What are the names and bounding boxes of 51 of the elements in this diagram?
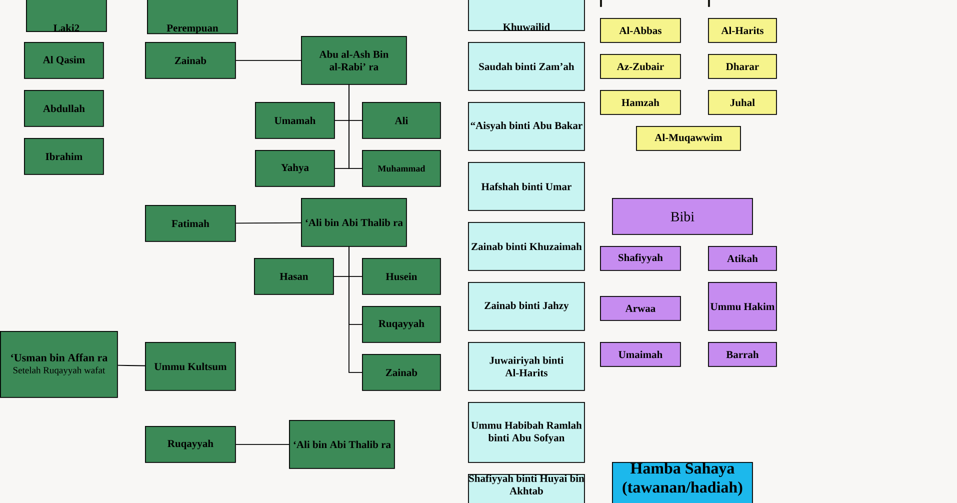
name-box: Atikah bbox=[708, 246, 777, 271]
name-box: Al-Muqawwim bbox=[636, 126, 741, 151]
name-box: Muhammad bbox=[362, 150, 441, 187]
name-box: Ummu Hakim bbox=[708, 282, 777, 331]
name-box: Fatimah bbox=[145, 205, 236, 242]
name-box: Juhal bbox=[708, 90, 777, 115]
name-box: Hamzah bbox=[600, 90, 681, 115]
name-box: “Aisyah binti Abu Bakar bbox=[468, 102, 585, 151]
heading-box: Laki2 bbox=[26, 0, 107, 32]
name-box: Barrah bbox=[708, 342, 777, 367]
name-box: Az-Zubair bbox=[600, 54, 681, 79]
name-box: Arwaa bbox=[600, 296, 681, 321]
name-box: Umamah bbox=[255, 102, 335, 139]
name-box: Al Qasim bbox=[24, 42, 104, 79]
name-box: ‘Usman bin Affan ra Setelah Ruqayyah wafat bbox=[0, 331, 118, 398]
name-box: Al-Harits bbox=[708, 18, 777, 43]
name-box: Ummu Kultsum bbox=[145, 342, 236, 391]
name-box: Ruqayyah bbox=[362, 306, 441, 343]
name-box: Shafiyyah bbox=[600, 246, 681, 271]
connector-line bbox=[117, 364, 146, 366]
name-box: Ibrahim bbox=[24, 138, 104, 175]
name-box: Khuwailid bbox=[468, 0, 585, 32]
name-box: Shafiyyah binti Huyai bin Akhtab bbox=[468, 474, 585, 503]
name-box: Hasan bbox=[254, 258, 334, 295]
name-box: Ummu Habibah Ramlah binti Abu Sofyan bbox=[468, 402, 585, 463]
name-box: Yahya bbox=[255, 150, 335, 187]
heading-box: Perempuan bbox=[147, 0, 238, 34]
heading-box: Bibi bbox=[612, 198, 753, 235]
name-box: Al-Abbas bbox=[600, 18, 681, 43]
name-box: Hafshah binti Umar bbox=[468, 162, 585, 211]
connector-line bbox=[348, 84, 362, 169]
name-box: Zainab binti Jahzy bbox=[468, 282, 585, 331]
name-box: Umaimah bbox=[600, 342, 681, 367]
connector-line bbox=[235, 60, 302, 61]
name-box: Ruqayyah bbox=[145, 426, 236, 463]
name-box: Saudah binti Zam’ah bbox=[468, 42, 585, 91]
heading-box: Hamba Sahaya (tawanan/hadiah) bbox=[612, 462, 753, 503]
name-box: Zainab bbox=[362, 354, 441, 391]
name-box: Ali bbox=[362, 102, 441, 139]
connector-line bbox=[235, 222, 302, 224]
name-box: Abu al-Ash Bin al-Rabi’ ra bbox=[301, 36, 407, 85]
connector-line bbox=[235, 444, 290, 445]
name-box: Husein bbox=[362, 258, 441, 295]
name-box: Dharar bbox=[708, 54, 777, 79]
name-box: ‘Ali bin Abi Thalib ra bbox=[301, 198, 407, 247]
name-box: ‘Ali bin Abi Thalib ra bbox=[289, 420, 395, 469]
name-box: Zainab bbox=[145, 42, 236, 79]
name-box: Zainab binti Khuzaimah bbox=[468, 222, 585, 271]
connector-line bbox=[348, 246, 362, 373]
name-box: Juwairiyah binti Al-Harits bbox=[468, 342, 585, 391]
name-box: Abdullah bbox=[24, 90, 104, 127]
